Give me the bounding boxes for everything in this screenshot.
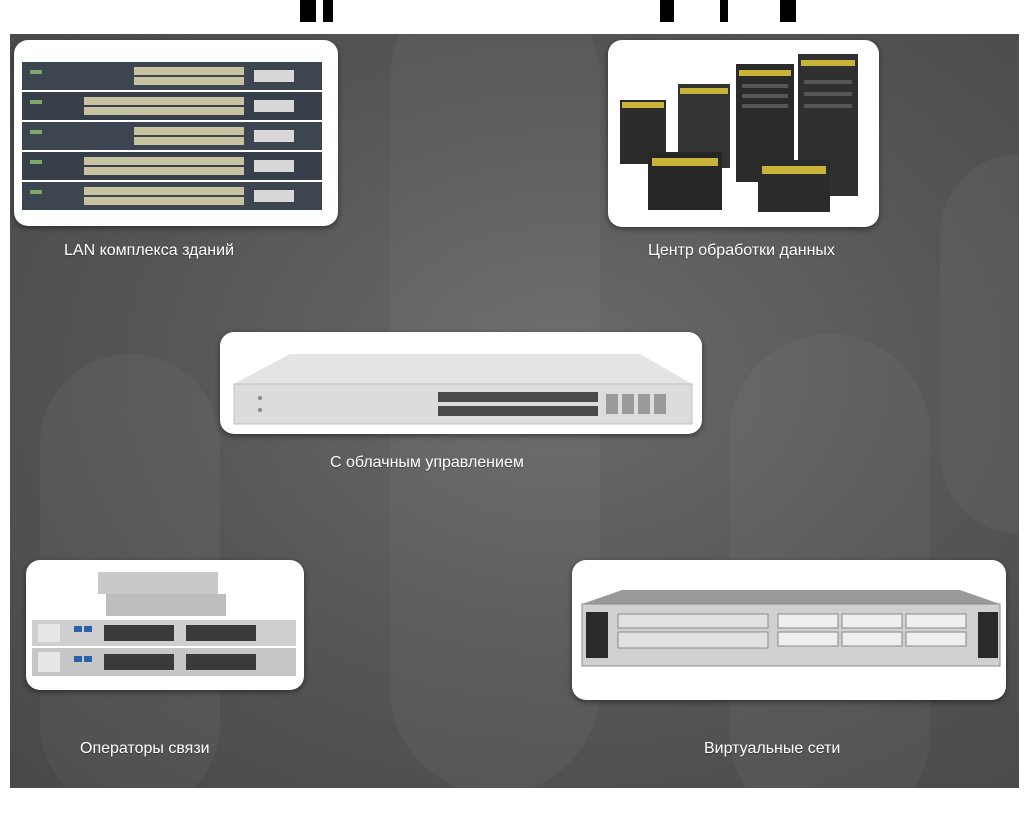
caption-cloud-managed: С облачным управлением [330, 454, 524, 471]
campus-lan-card [14, 40, 338, 226]
caption-service-providers: Операторы связи [80, 740, 210, 757]
cloud-managed-card [220, 332, 702, 434]
virtual-networks-card [572, 560, 1006, 700]
stacked-switches-image [22, 62, 322, 210]
caption-virtual-networks: Виртуальные сети [704, 740, 841, 757]
server-appliance-image [581, 590, 1001, 667]
service-provider-switches-image [32, 572, 296, 676]
service-providers-card [26, 560, 304, 690]
switch-categories-panel: LAN комплекса зданий Центр обработки дан… [10, 34, 1019, 788]
data-center-card [608, 40, 879, 227]
caption-data-center: Центр обработки данных [648, 242, 835, 259]
data-center-chassis-image [620, 54, 858, 212]
caption-campus-lan: LAN комплекса зданий [64, 242, 234, 259]
cloud-managed-switch-image [233, 354, 693, 425]
cropped-heading-strip [0, 0, 1029, 34]
